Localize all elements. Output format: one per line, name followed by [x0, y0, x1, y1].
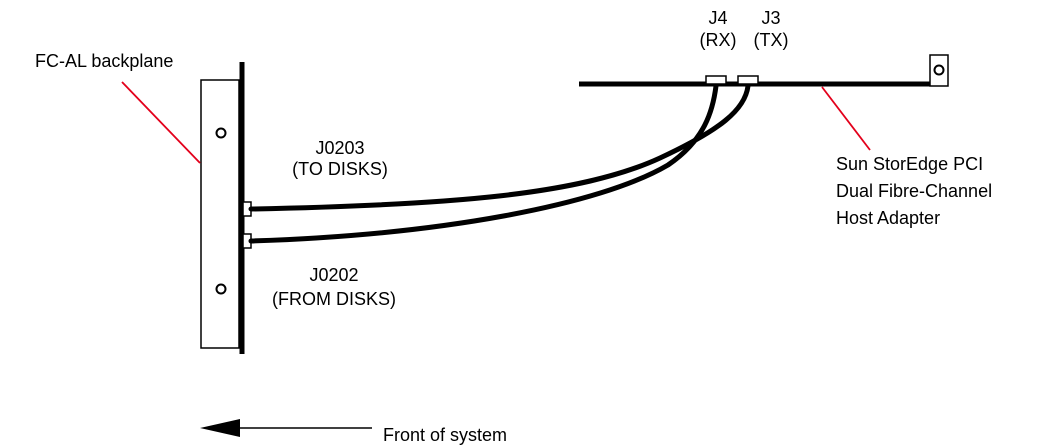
- backplane-mount-hole-top: [215, 127, 227, 139]
- j0203-label: J0203: [315, 138, 364, 158]
- j4-sublabel: (RX): [700, 30, 737, 50]
- j0202-sublabel: (FROM DISKS): [272, 289, 396, 309]
- connector-j4: [705, 75, 727, 85]
- j0203-sublabel: (TO DISKS): [292, 159, 388, 179]
- bracket-hole: [933, 64, 945, 76]
- j3-label: J3: [761, 8, 780, 28]
- front-arrow-head: [200, 419, 240, 437]
- j3-sublabel: (TX): [754, 30, 789, 50]
- backplane-label: FC-AL backplane: [35, 51, 173, 71]
- cable-j0202-to-j4: [248, 83, 719, 244]
- j4-label: J4: [708, 8, 727, 28]
- j0202-label: J0202: [309, 265, 358, 285]
- adapter-leader-line: [821, 86, 871, 151]
- backplane-board: [200, 79, 240, 349]
- cable-j0203-to-j3: [248, 83, 751, 212]
- backplane-mount-hole-bottom: [215, 283, 227, 295]
- adapter-label-line3: Host Adapter: [836, 208, 940, 228]
- backplane-leader-line: [121, 81, 201, 164]
- adapter-label-line2: Dual Fibre-Channel: [836, 181, 992, 201]
- front-of-system-label: Front of system: [383, 425, 507, 445]
- adapter-label-line1: Sun StorEdge PCI: [836, 154, 983, 174]
- host-adapter-bracket: [929, 54, 949, 87]
- connector-j3: [737, 75, 759, 85]
